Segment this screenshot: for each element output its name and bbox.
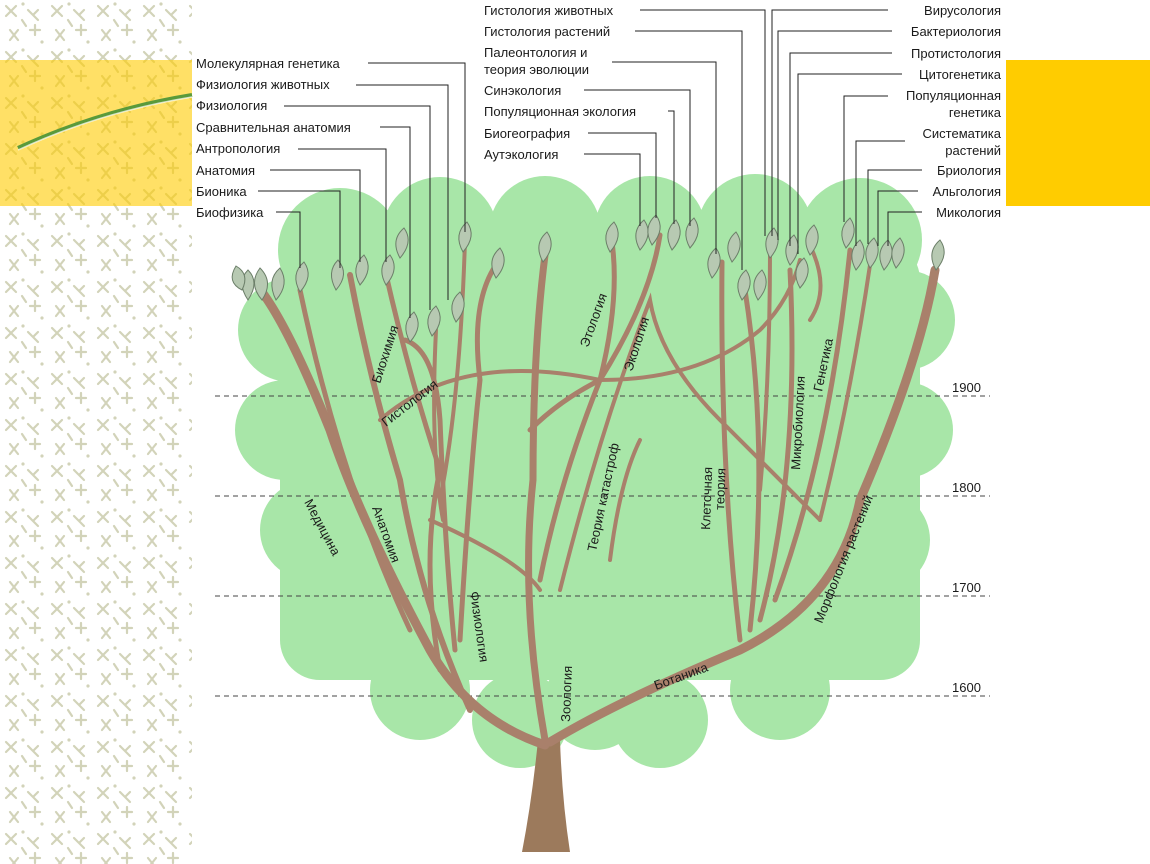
label-plant-systematics-1: Систематика <box>923 126 1002 141</box>
branch-microbiology: Микробиология <box>788 376 808 471</box>
year-lines <box>215 395 990 697</box>
label-anthropology: Антропология <box>196 141 280 156</box>
label-plant-systematics-2: растений <box>945 143 1001 158</box>
label-animal-histology: Гистология животных <box>484 3 614 18</box>
label-animal-physiology: Физиология животных <box>196 77 330 92</box>
center-leader-lines <box>584 9 766 270</box>
year-1700: 1700 <box>952 580 981 595</box>
year-1900: 1900 <box>952 380 981 395</box>
year-1800: 1800 <box>952 480 981 495</box>
right-yellow-band <box>1006 60 1150 206</box>
label-cytogenetics: Цитогенетика <box>919 67 1002 82</box>
label-bacteriology: Бактериология <box>911 24 1001 39</box>
branch-zoology: Зоология <box>558 666 575 723</box>
year-1600: 1600 <box>952 680 981 695</box>
label-biogeography: Биогеография <box>484 126 570 141</box>
decorative-stroke-highlight <box>17 96 193 151</box>
label-virology: Вирусология <box>924 3 1001 18</box>
right-label-group: Вирусология Бактериология Протистология … <box>906 3 1002 220</box>
left-leader-lines <box>258 62 466 318</box>
branch-cell-theory-1: Клеточная <box>698 467 715 530</box>
label-algology: Альгология <box>933 184 1001 199</box>
label-physiology: Физиология <box>196 98 267 113</box>
right-leader-lines <box>771 9 922 254</box>
tree-branches <box>257 232 940 750</box>
label-autecology: Аутэкология <box>484 147 558 162</box>
label-comparative-anatomy: Сравнительная анатомия <box>196 120 351 135</box>
decorative-stroke <box>17 93 193 150</box>
label-plant-histology: Гистология растений <box>484 24 610 39</box>
left-label-group: Молекулярная генетика Физиология животны… <box>196 56 351 220</box>
label-bryology: Бриология <box>937 163 1001 178</box>
label-anatomy: Анатомия <box>196 163 255 178</box>
label-molecular-genetics: Молекулярная генетика <box>196 56 341 71</box>
tree-trunk <box>522 740 570 852</box>
label-mycology: Микология <box>936 205 1001 220</box>
label-synecology: Синэкология <box>484 83 561 98</box>
branch-cell-theory-2: теория <box>712 468 728 510</box>
label-biophysics: Биофизика <box>196 205 264 220</box>
center-label-group: Гистология животных Гистология растений … <box>484 3 636 162</box>
label-population-ecology: Популяционная экология <box>484 104 636 119</box>
tree-crown <box>235 174 955 768</box>
label-paleontology-2: теория эволюции <box>484 62 589 77</box>
label-population-genetics-1: Популяционная <box>906 88 1001 103</box>
label-bionics: Бионика <box>196 184 247 199</box>
label-population-genetics-2: генетика <box>949 105 1002 120</box>
left-yellow-band-pattern <box>0 60 192 206</box>
label-paleontology-1: Палеонтология и <box>484 45 587 60</box>
tree-leaves <box>231 214 945 343</box>
label-protistology: Протистология <box>911 46 1001 61</box>
